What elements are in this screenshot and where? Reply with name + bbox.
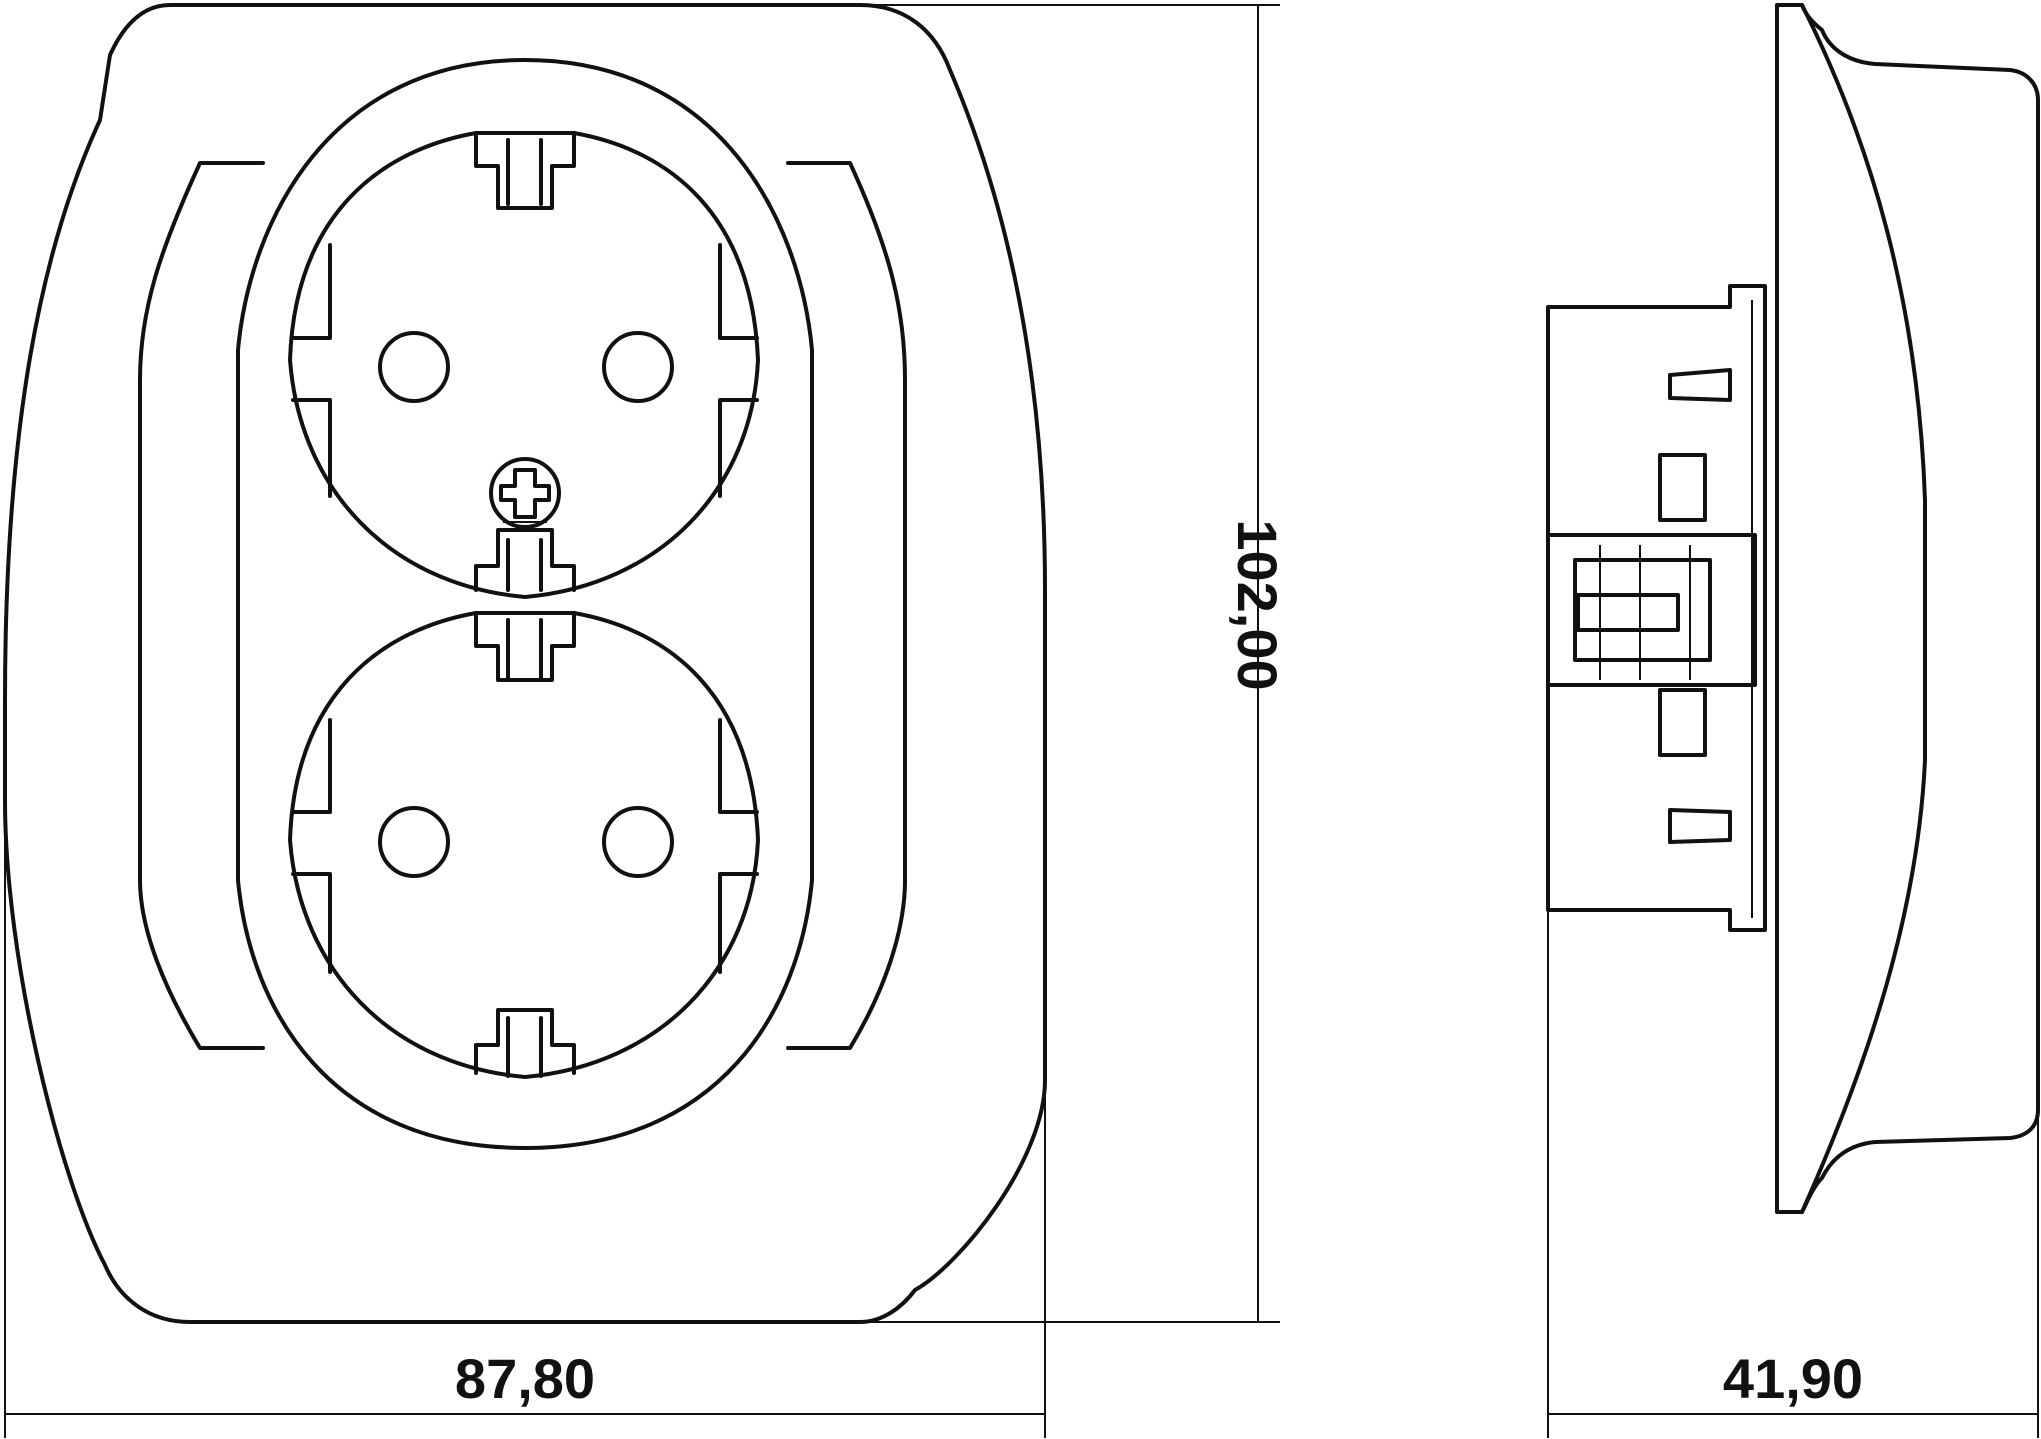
left-bracket <box>138 161 265 1050</box>
side-cover-profile <box>1775 3 2040 1214</box>
width-dimension-label: 87,80 <box>455 1347 595 1410</box>
height-dimension: 102,00 <box>860 4 1289 1323</box>
lower-socket <box>288 611 760 1079</box>
socket-frame <box>236 58 814 1150</box>
side-view <box>1546 3 2040 1214</box>
side-terminals <box>1546 368 1757 844</box>
front-view <box>3 3 1047 1324</box>
depth-dimension-label: 41,90 <box>1723 1347 1863 1410</box>
side-back-box <box>1546 284 1767 932</box>
width-dimension: 87,80 <box>4 800 1046 1438</box>
center-screw <box>489 457 561 529</box>
upper-right-pin-hole <box>602 331 674 403</box>
right-bracket <box>786 161 907 1050</box>
lower-right-pin-hole <box>602 806 674 878</box>
outer-frame <box>3 3 1047 1324</box>
lower-left-pin-hole <box>378 806 450 878</box>
depth-dimension: 41,90 <box>1547 910 2039 1438</box>
upper-left-pin-hole <box>378 331 450 403</box>
height-dimension-label: 102,00 <box>1226 519 1289 690</box>
upper-socket <box>288 131 760 599</box>
